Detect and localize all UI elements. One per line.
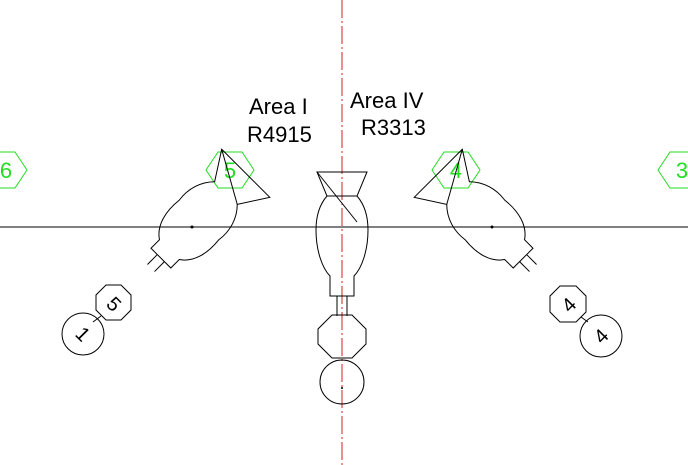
hex-tag-far-right: 3 xyxy=(657,151,688,189)
right-circle-tag: 4 xyxy=(579,314,623,358)
left-axis-point xyxy=(190,225,194,229)
left-circle-tag: 1 xyxy=(61,312,105,356)
hex-tag-far-left: 6 xyxy=(0,151,28,189)
svg-text:5: 5 xyxy=(224,158,236,183)
hex-tag-left: 5 xyxy=(205,151,255,189)
area-right-code: R3313 xyxy=(361,115,426,140)
area-right-name: Area IV xyxy=(350,88,424,113)
svg-text:4: 4 xyxy=(590,325,613,348)
right-octagon-tag: 4 xyxy=(549,285,587,323)
svg-text:3: 3 xyxy=(676,158,688,183)
area-left-name: Area I xyxy=(249,94,308,119)
right-connector xyxy=(580,316,589,323)
svg-text:4: 4 xyxy=(558,294,581,317)
center-fixture xyxy=(315,171,369,316)
right-fixture xyxy=(413,148,537,272)
center-octagon-symbol xyxy=(317,314,367,359)
svg-text:5: 5 xyxy=(102,293,125,316)
left-fixture xyxy=(147,148,271,272)
area-left-code: R4915 xyxy=(247,122,312,147)
center-point xyxy=(341,387,343,389)
center-circle-symbol xyxy=(319,359,365,405)
left-octagon-tag: 5 xyxy=(95,284,132,321)
right-axis-point xyxy=(490,225,494,229)
svg-text:1: 1 xyxy=(71,323,94,346)
svg-text:6: 6 xyxy=(0,158,12,183)
